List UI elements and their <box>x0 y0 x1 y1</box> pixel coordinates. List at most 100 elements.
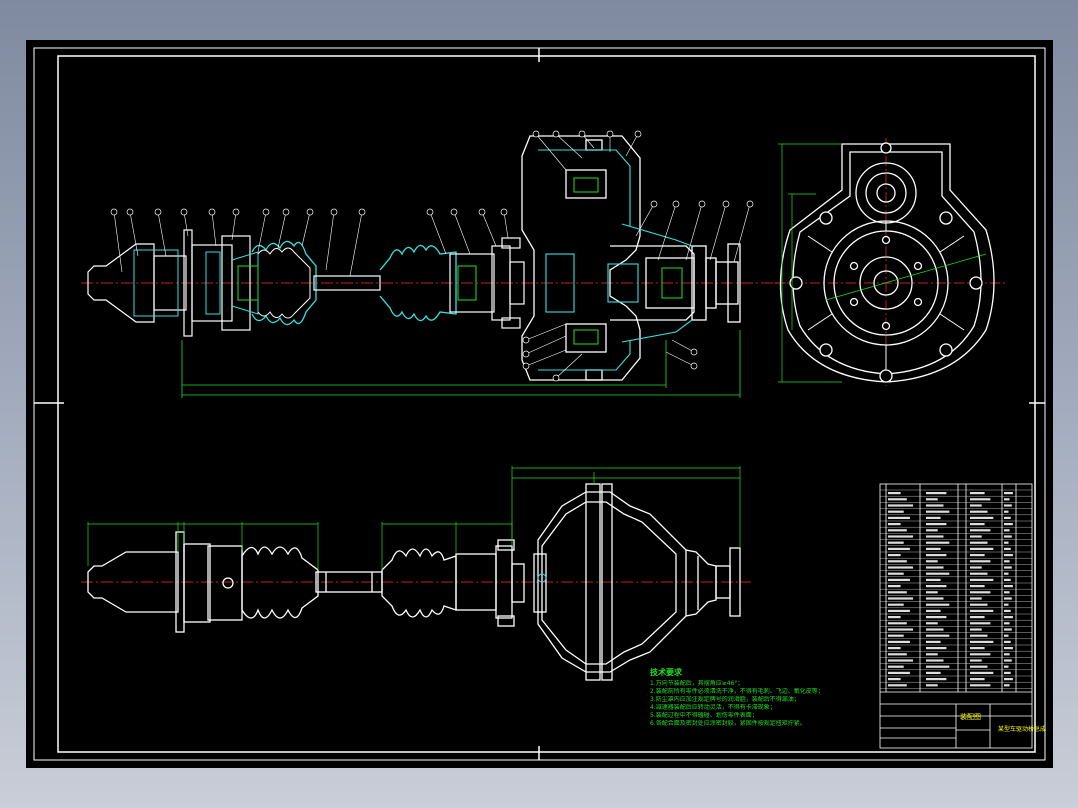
external-view-axle <box>81 466 751 681</box>
parts-list-cell-mark <box>970 529 991 532</box>
parts-list-cell-mark <box>970 572 988 575</box>
parts-list-cell-mark <box>970 671 994 674</box>
parts-list-cell-mark <box>888 616 901 619</box>
parts-list-cell-mark <box>926 622 938 625</box>
parts-list-cell-mark <box>1004 566 1012 569</box>
parts-list-cell-mark <box>970 591 991 594</box>
parts-list-cell-mark <box>926 659 944 662</box>
parts-list-cell-mark <box>888 492 901 495</box>
parts-list-cell-mark <box>926 516 941 519</box>
parts-list-cell-mark <box>926 529 938 532</box>
parts-list-cell-mark <box>888 684 907 687</box>
drawing-sheet: 技术要求 1.万向节装配后，其摆角应≥46°； 2.装配前所有零件必须清洗干净，… <box>26 40 1053 768</box>
right-boot <box>379 244 457 322</box>
parts-list-cell-mark <box>888 529 907 532</box>
parts-list-cell-mark <box>1004 591 1010 594</box>
parts-list-cell-mark <box>926 541 950 544</box>
parts-list-cell-mark <box>1004 523 1013 526</box>
parts-list-cell-mark <box>926 578 941 581</box>
parts-list-cell-mark <box>888 578 910 581</box>
parts-list-cell-mark <box>1004 541 1009 544</box>
parts-list-cell-mark <box>1004 609 1011 612</box>
parts-list-cell-mark <box>970 498 991 501</box>
parts-list-cell-mark <box>888 585 901 588</box>
parts-list-cell-mark <box>888 678 901 681</box>
title-block-fill <box>888 492 1013 687</box>
parts-list-cell-mark <box>1004 678 1013 681</box>
parts-list-cell-mark <box>926 647 947 650</box>
parts-list-cell-mark <box>888 653 907 656</box>
parts-list-cell-mark <box>926 572 950 575</box>
parts-list-cell-mark <box>970 653 991 656</box>
parts-list-cell-mark <box>926 504 944 507</box>
parts-list-cell-mark <box>926 653 938 656</box>
parts-list-cell-mark <box>888 554 901 557</box>
parts-list-cell-mark <box>970 510 988 513</box>
parts-list-cell-mark <box>888 671 910 674</box>
parts-list-cell-mark <box>1004 659 1012 662</box>
parts-list-cell-mark <box>970 504 982 507</box>
parts-list-cell-mark <box>1004 554 1013 557</box>
parts-list-cell-mark <box>970 678 985 681</box>
parts-list-cell-mark <box>888 498 907 501</box>
parts-list-cell-mark <box>970 585 985 588</box>
parts-list-cell-mark <box>888 523 901 526</box>
note-line: 4.减速器装配后应转动灵活，不得有卡滞现象； <box>650 704 776 711</box>
parts-list-cell-mark <box>970 578 994 581</box>
parts-list-cell-mark <box>1004 498 1010 501</box>
parts-list-cell-mark <box>926 665 950 668</box>
parts-list-cell-mark <box>926 628 944 631</box>
parts-list-cell-mark <box>970 554 985 557</box>
parts-list-cell-mark <box>1004 640 1011 643</box>
technical-notes: 技术要求 1.万向节装配后，其摆角应≥46°； 2.装配前所有零件必须清洗干净，… <box>650 668 880 728</box>
drawing-frame <box>33 47 1046 761</box>
parts-list-cell-mark <box>1004 529 1010 532</box>
note-line: 5.装配过程中不得磕碰、划伤零件表面； <box>650 712 758 719</box>
drawing-title: 装配图 <box>960 713 981 721</box>
parts-list-cell-mark <box>888 597 913 600</box>
title-block-rows <box>880 489 1032 689</box>
parts-list-cell-mark <box>926 523 947 526</box>
parts-list-cell-mark <box>926 492 947 495</box>
parts-list-cell-mark <box>888 516 910 519</box>
parts-list-cell-mark <box>970 603 988 606</box>
parts-list-cell-mark <box>970 609 994 612</box>
parts-list-cell-mark <box>970 541 988 544</box>
parts-list-cell-mark <box>1004 578 1011 581</box>
parts-list-cell-mark <box>888 547 910 550</box>
parts-list-cell-mark <box>1004 665 1009 668</box>
parts-list-cell-mark <box>926 603 950 606</box>
parts-list-cell-mark <box>1004 634 1009 637</box>
parts-list-cell-mark <box>926 678 947 681</box>
parts-list-cell-mark <box>888 572 904 575</box>
parts-list-cell-mark <box>926 535 944 538</box>
parts-list-cell-mark <box>1004 653 1010 656</box>
parts-list-cell-mark <box>926 560 938 563</box>
parts-list-cell-mark <box>888 665 904 668</box>
parts-list-cell-mark <box>1004 671 1011 674</box>
parts-list-cell-mark <box>888 628 913 631</box>
parts-list-cell-mark <box>926 640 941 643</box>
parts-list-cell-mark <box>926 554 947 557</box>
parts-list-cell-mark <box>970 535 982 538</box>
parts-list-cell-mark <box>1004 647 1013 650</box>
parts-list-cell-mark <box>888 647 901 650</box>
parts-list-cell-mark <box>970 523 985 526</box>
parts-list-cell-mark <box>1004 597 1012 600</box>
parts-list-cell-mark <box>1004 616 1013 619</box>
parts-list-cell-mark <box>970 684 991 687</box>
parts-list-cell-mark <box>888 634 904 637</box>
parts-list-cell-mark <box>1004 603 1009 606</box>
parts-list-cell-mark <box>970 566 982 569</box>
parts-list-cell-mark <box>970 628 982 631</box>
parts-list-cell-mark <box>888 535 913 538</box>
parts-list-cell-mark <box>970 547 994 550</box>
parts-list-cell-mark <box>1004 585 1013 588</box>
parts-list-cell-mark <box>888 609 910 612</box>
parts-list-cell-mark <box>1004 684 1010 687</box>
parts-list-cell-mark <box>888 659 913 662</box>
parts-list-cell-mark <box>970 560 991 563</box>
parts-list-cell-mark <box>1004 628 1012 631</box>
parts-list-cell-mark <box>926 566 944 569</box>
parts-list-cell-mark <box>1004 547 1011 550</box>
